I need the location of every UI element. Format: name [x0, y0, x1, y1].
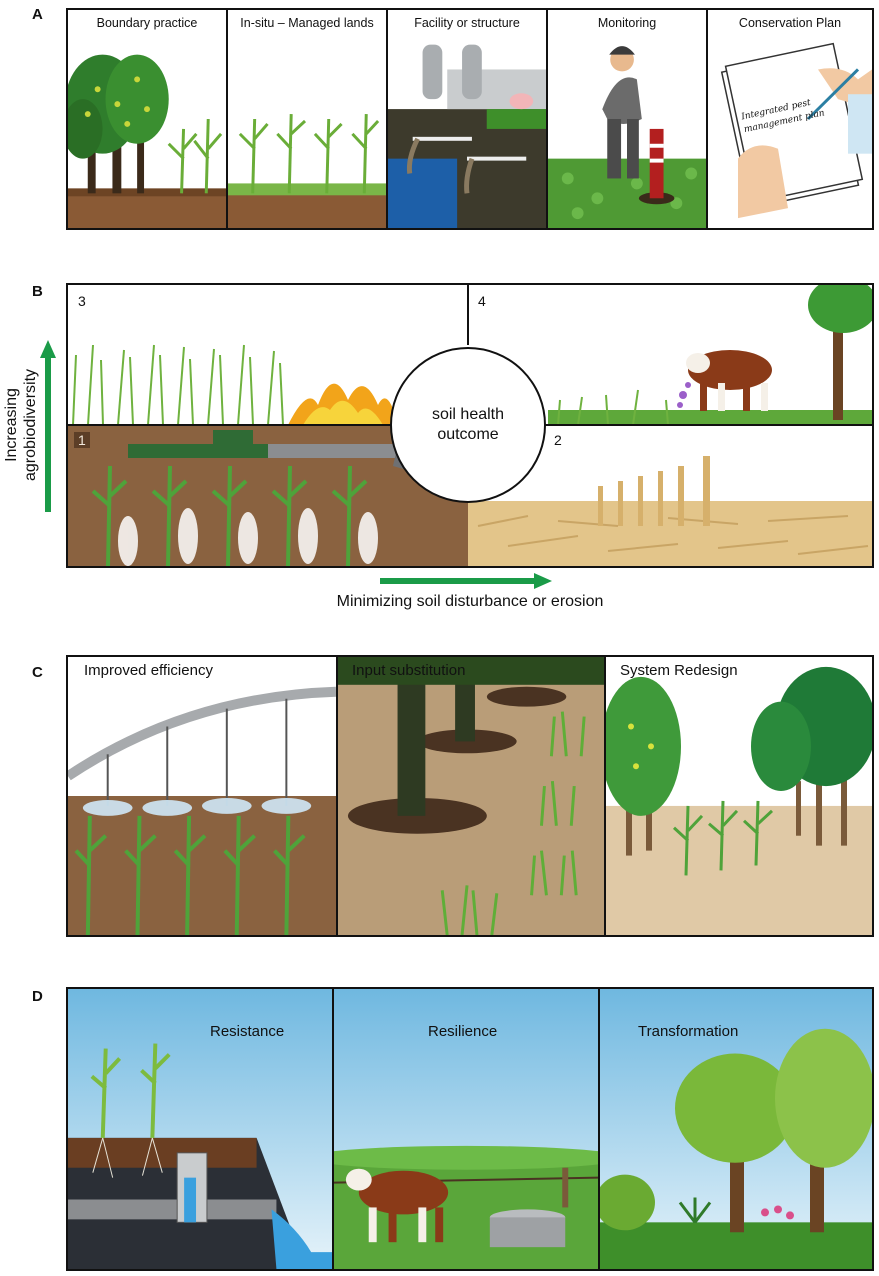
managed-lands-illustration	[228, 114, 386, 228]
y-axis-arrow	[40, 340, 56, 512]
no-till-residue-illustration	[468, 456, 872, 566]
in-situ-label: In-situ – Managed lands	[240, 16, 374, 30]
panel-b-divider-vertical	[467, 285, 469, 345]
panel-c-improved-efficiency: Improved efficiency	[68, 657, 338, 935]
monitoring-illustration	[548, 46, 706, 228]
facility-illustration	[388, 44, 546, 228]
boundary-practice-label: Boundary practice	[96, 16, 198, 30]
panel-a-letter: A	[32, 6, 43, 23]
tree-planting-illustration	[600, 989, 872, 1269]
panel-a-boundary-practice: Boundary practice	[68, 10, 228, 228]
transformation-label: Transformation	[638, 1023, 739, 1040]
quadrant-3: 3	[68, 285, 468, 425]
quadrant-2: 2	[468, 426, 872, 566]
panel-c-system-redesign: System Redesign	[606, 657, 872, 935]
tile-drainage-illustration	[68, 989, 332, 1269]
panel-b-frame: 3 4	[66, 283, 874, 568]
panel-a-facility: Facility or structure	[388, 10, 548, 228]
panel-d-letter: D	[32, 988, 43, 1005]
alley-cropping-illustration	[606, 666, 872, 935]
panel-a-frame: Boundary practice In-situ – Managed land…	[66, 8, 874, 230]
quadrant-1-label: 1	[74, 432, 90, 448]
soil-health-label-line2: outcome	[437, 426, 499, 443]
y-axis-label: Increasing agrobiodiversity	[2, 335, 42, 515]
pasture-cow-illustration	[548, 285, 872, 425]
panel-d-resistance: Resistance	[68, 989, 334, 1269]
panel-b-letter: B	[32, 283, 43, 300]
quadrant-3-label: 3	[78, 293, 86, 309]
panel-c-letter: C	[32, 664, 43, 681]
tree-row-illustration	[68, 54, 226, 228]
resilience-label: Resilience	[428, 1023, 498, 1040]
soil-health-label-line1: soil health	[431, 406, 505, 423]
system-redesign-label: System Redesign	[620, 662, 738, 679]
grassland-fire-illustration	[72, 344, 398, 425]
panel-c-frame: Improved efficiency Input substitution	[66, 655, 874, 937]
x-axis-arrow	[380, 573, 552, 589]
input-substitution-label: Input substitution	[352, 662, 466, 679]
x-axis-label: Minimizing soil disturbance or erosion	[336, 593, 604, 610]
panel-d-resilience: Resilience	[334, 989, 600, 1269]
resistance-label: Resistance	[210, 1023, 285, 1040]
forest-floor-illustration	[338, 657, 604, 935]
facility-label: Facility or structure	[414, 16, 520, 30]
quadrant-2-label: 2	[554, 432, 562, 448]
quadrant-4: 4	[468, 285, 872, 425]
panel-d-transformation: Transformation	[600, 989, 872, 1269]
soil-health-circle: soil health outcome	[390, 347, 546, 503]
monitoring-label: Monitoring	[597, 16, 657, 30]
y-axis-label-line1: Increasing	[3, 388, 20, 462]
panel-a-in-situ: In-situ – Managed lands	[228, 10, 388, 228]
panel-c-input-substitution: Input substitution	[338, 657, 606, 935]
y-axis-label-line2: agrobiodiversity	[22, 368, 39, 482]
panel-a-monitoring: Monitoring	[548, 10, 708, 228]
plan-document-illustration	[720, 42, 872, 219]
center-pivot-irrigation-illustration	[68, 686, 336, 935]
grazing-cow-illustration	[334, 989, 598, 1269]
improved-efficiency-label: Improved efficiency	[84, 662, 213, 679]
panel-a-conservation-plan: Conservation Plan Integrated pest manage…	[708, 10, 872, 228]
panel-d-frame: Resistance Resilience	[66, 987, 874, 1271]
quadrant-4-label: 4	[478, 293, 486, 309]
conservation-plan-label: Conservation Plan	[738, 16, 842, 30]
